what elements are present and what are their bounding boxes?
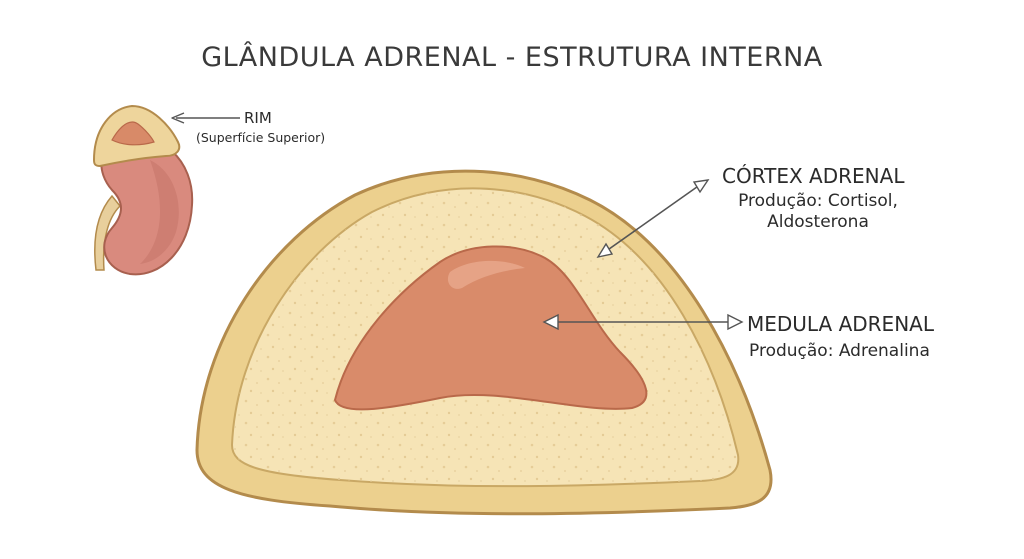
kidney-illustration: [92, 104, 194, 276]
cortex-label: CÓRTEX ADRENAL: [722, 164, 905, 188]
medulla-arrow: [542, 313, 744, 331]
kidney-label: RIM: [244, 109, 272, 127]
medulla-label: MEDULA ADRENAL: [747, 312, 934, 336]
kidney-arrow: [171, 112, 240, 124]
adrenal-medulla: [333, 245, 648, 411]
page-title: GLÂNDULA ADRENAL - ESTRUTURA INTERNA: [201, 42, 823, 73]
adrenal-gland: [195, 169, 773, 516]
medulla-sublabel: Produção: Adrenalina: [749, 341, 930, 361]
medulla-highlight: [447, 260, 525, 289]
adrenal-medulla-inset: [111, 121, 155, 146]
cortex-sublabel: Produção: Cortisol, Aldosterona: [738, 191, 898, 232]
cortex-arrow: [596, 179, 710, 259]
ureter: [94, 194, 122, 271]
kidney-shadow: [140, 160, 179, 264]
kidney-sublabel: (Superfície Superior): [196, 130, 326, 145]
